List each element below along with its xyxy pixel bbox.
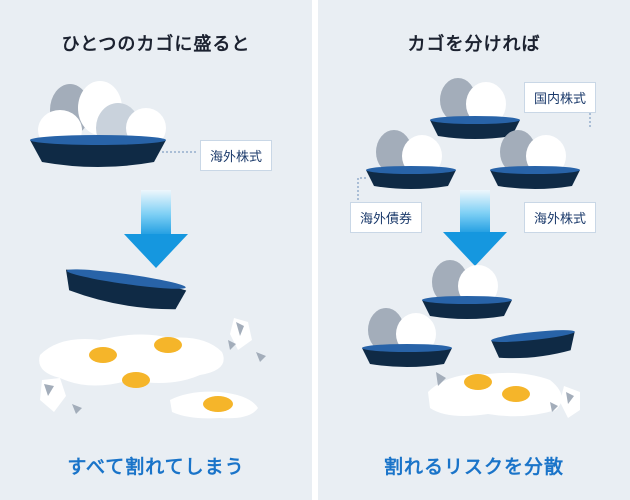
right-illustration — [357, 78, 591, 418]
egg-yolk — [122, 372, 150, 388]
egg-yolk — [89, 347, 117, 363]
broken-eggs — [428, 372, 580, 418]
egg-shell-fragment — [436, 372, 446, 386]
egg-yolk — [464, 374, 492, 390]
surviving-basket — [362, 308, 452, 367]
egg-shell-fragment — [40, 378, 66, 412]
surviving-basket — [422, 260, 512, 319]
left-illustration — [30, 81, 266, 419]
right-panel: カゴを分ければ — [318, 0, 630, 500]
egg-shell-fragment — [256, 352, 266, 362]
left-panel: ひとつのカゴに盛ると — [0, 0, 312, 500]
fallen-basket — [491, 330, 575, 359]
egg-yolk — [154, 337, 182, 353]
label-foreign-stock: 海外株式 — [524, 202, 597, 233]
basket-domestic-stock — [430, 78, 520, 139]
label-foreign-bond: 海外債券 — [350, 202, 423, 233]
leader-line — [357, 177, 368, 200]
right-panel-title: カゴを分ければ — [407, 34, 541, 55]
basket-with-eggs — [30, 81, 166, 167]
basket-foreign-bond — [366, 130, 456, 189]
broken-eggs — [39, 318, 266, 419]
egg-shell-fragment — [72, 404, 82, 414]
basket-foreign-stock — [490, 130, 580, 189]
egg-yolk — [502, 386, 530, 402]
egg-shell-fragment — [236, 322, 244, 336]
left-panel-footer: すべて割れてしまう — [67, 456, 245, 478]
egg-shell-fragment — [44, 384, 54, 396]
label-domestic-stock: 国内株式 — [524, 82, 597, 113]
label-foreign-stock: 海外株式 — [200, 140, 273, 171]
egg-shell-fragment — [230, 318, 252, 350]
falling-basket — [65, 269, 187, 310]
basket-rim — [30, 135, 166, 145]
left-panel-title: ひとつのカゴに盛ると — [61, 34, 251, 55]
egg-yolk — [203, 396, 233, 412]
egg-shell-fragment — [566, 392, 574, 404]
basket — [30, 139, 166, 167]
egg-shell-fragment — [560, 386, 580, 418]
down-arrow-icon — [124, 190, 188, 268]
egg-shell-fragment — [228, 340, 236, 350]
egg-splat — [428, 372, 562, 417]
down-arrow-icon — [443, 190, 507, 266]
egg-shell-fragment — [550, 402, 558, 412]
right-panel-footer: 割れるリスクを分散 — [383, 456, 564, 478]
